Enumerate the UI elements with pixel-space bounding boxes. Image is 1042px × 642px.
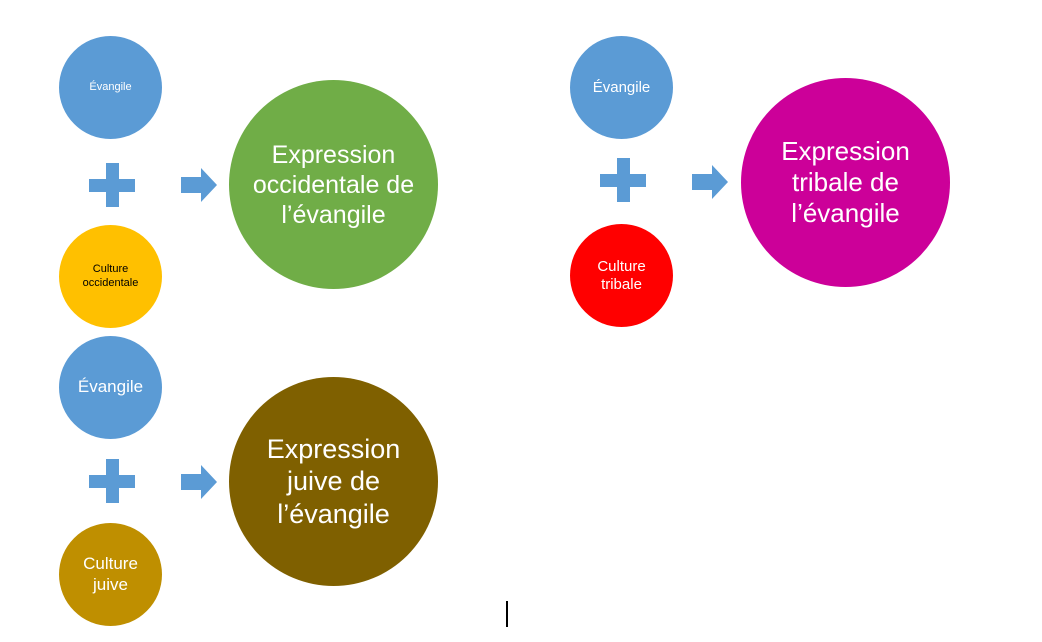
right-arrow-icon [181,465,217,499]
tribal-expression-label: Expression tribale de l’évangile [781,135,910,229]
gospel-label-tribal: Évangile [592,78,651,96]
plus-icon [89,163,135,207]
tribal-expression-circle: Expression tribale de l’évangile [741,78,950,287]
tribal-culture-label: Culture tribale [597,257,646,293]
western-expression-circle: Expression occidentale de l’évangile [229,80,438,289]
western-culture-circle: Culture occidentale [59,225,162,328]
gospel-circle-jewish: Évangile [59,336,162,439]
plus-icon [89,459,135,503]
gospel-circle-tribal: Évangile [570,36,673,139]
right-arrow-icon [181,168,217,202]
western-expression-label: Expression occidentale de l’évangile [252,140,415,229]
western-culture-label: Culture occidentale [82,263,139,289]
text-cursor [506,601,508,627]
jewish-expression-circle: Expression juive de l’évangile [229,377,438,586]
right-arrow-icon [692,165,728,199]
jewish-expression-label: Expression juive de l’évangile [266,433,401,529]
jewish-culture-label: Culture juive [83,554,138,594]
gospel-label-jewish: Évangile [77,377,144,397]
tribal-culture-circle: Culture tribale [570,224,673,327]
jewish-culture-circle: Culture juive [59,523,162,626]
plus-icon [600,158,646,202]
gospel-label-western: Évangile [89,80,132,93]
gospel-circle-western: Évangile [59,36,162,139]
